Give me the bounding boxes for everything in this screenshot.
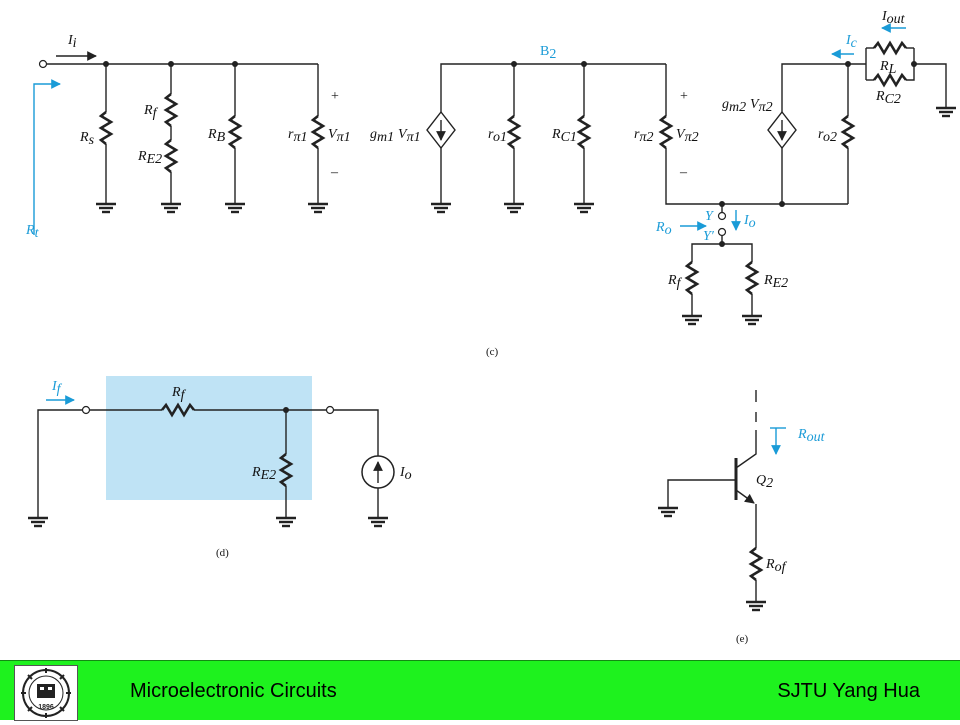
svg-text:If: If (51, 379, 63, 397)
svg-text:RB: RB (207, 127, 226, 145)
svg-text:–: – (330, 165, 339, 180)
svg-text:Io: Io (399, 465, 412, 483)
svg-text:B2: B2 (540, 44, 556, 62)
svg-text:Y: Y (705, 209, 715, 224)
svg-text:Rs: Rs (79, 130, 95, 148)
svg-text:Vπ2: Vπ2 (750, 97, 773, 115)
author-credit: SJTU Yang Hua (777, 680, 920, 702)
svg-text:Rf: Rf (143, 103, 159, 121)
svg-text:Rt: Rt (25, 223, 40, 241)
svg-text:gm1: gm1 (370, 127, 394, 145)
circuit-e: Rout Q2 Rof (e) (658, 390, 826, 645)
circuit-d: If Rf RE2 Io (d) (28, 376, 412, 559)
svg-text:Vπ1: Vπ1 (398, 127, 421, 145)
svg-text:+: + (680, 89, 688, 104)
svg-text:RE2: RE2 (137, 149, 162, 167)
svg-text:+: + (331, 89, 339, 104)
svg-text:1896: 1896 (38, 704, 54, 711)
circuit-c: Ii Rt Rs Rf RE2 RB rπ1 Vπ1 + – (25, 9, 956, 358)
svg-text:Y′: Y′ (703, 229, 715, 244)
svg-text:(e): (e) (736, 633, 749, 645)
footer-bar: 1896 Microelectronic Circuits SJTU Yang … (0, 660, 960, 721)
svg-text:Io: Io (743, 213, 756, 231)
svg-text:Ic: Ic (845, 33, 858, 51)
svg-text:Rf: Rf (667, 273, 683, 291)
sjtu-logo: 1896 (14, 665, 78, 721)
svg-text:ro1: ro1 (488, 127, 507, 145)
svg-text:RE2: RE2 (763, 273, 788, 291)
svg-text:–: – (679, 165, 688, 180)
svg-text:(c): (c) (486, 346, 499, 358)
svg-text:rπ2: rπ2 (634, 127, 653, 145)
svg-text:Rf: Rf (171, 385, 187, 403)
svg-text:Vπ1: Vπ1 (328, 127, 351, 145)
svg-text:Vπ2: Vπ2 (676, 127, 699, 145)
svg-text:RC2: RC2 (875, 89, 901, 107)
svg-text:rπ1: rπ1 (288, 127, 307, 145)
svg-text:Ro: Ro (655, 220, 672, 238)
svg-text:RE2: RE2 (251, 465, 276, 483)
svg-text:RC1: RC1 (551, 127, 577, 145)
course-title: Microelectronic Circuits (130, 680, 337, 702)
svg-text:ro2: ro2 (818, 127, 837, 145)
svg-text:RL: RL (879, 59, 897, 77)
svg-text:(d): (d) (216, 547, 229, 559)
sjtu-seal-logo-icon: 1896 (21, 668, 71, 718)
svg-text:Iout: Iout (881, 9, 906, 27)
svg-text:Ii: Ii (67, 33, 77, 51)
svg-text:Q2: Q2 (756, 473, 773, 491)
circuit-figure: Ii Rt Rs Rf RE2 RB rπ1 Vπ1 + – (25, 9, 956, 645)
svg-text:Rof: Rof (765, 557, 788, 575)
svg-text:gm2: gm2 (722, 97, 746, 115)
svg-text:Rout: Rout (797, 427, 826, 445)
